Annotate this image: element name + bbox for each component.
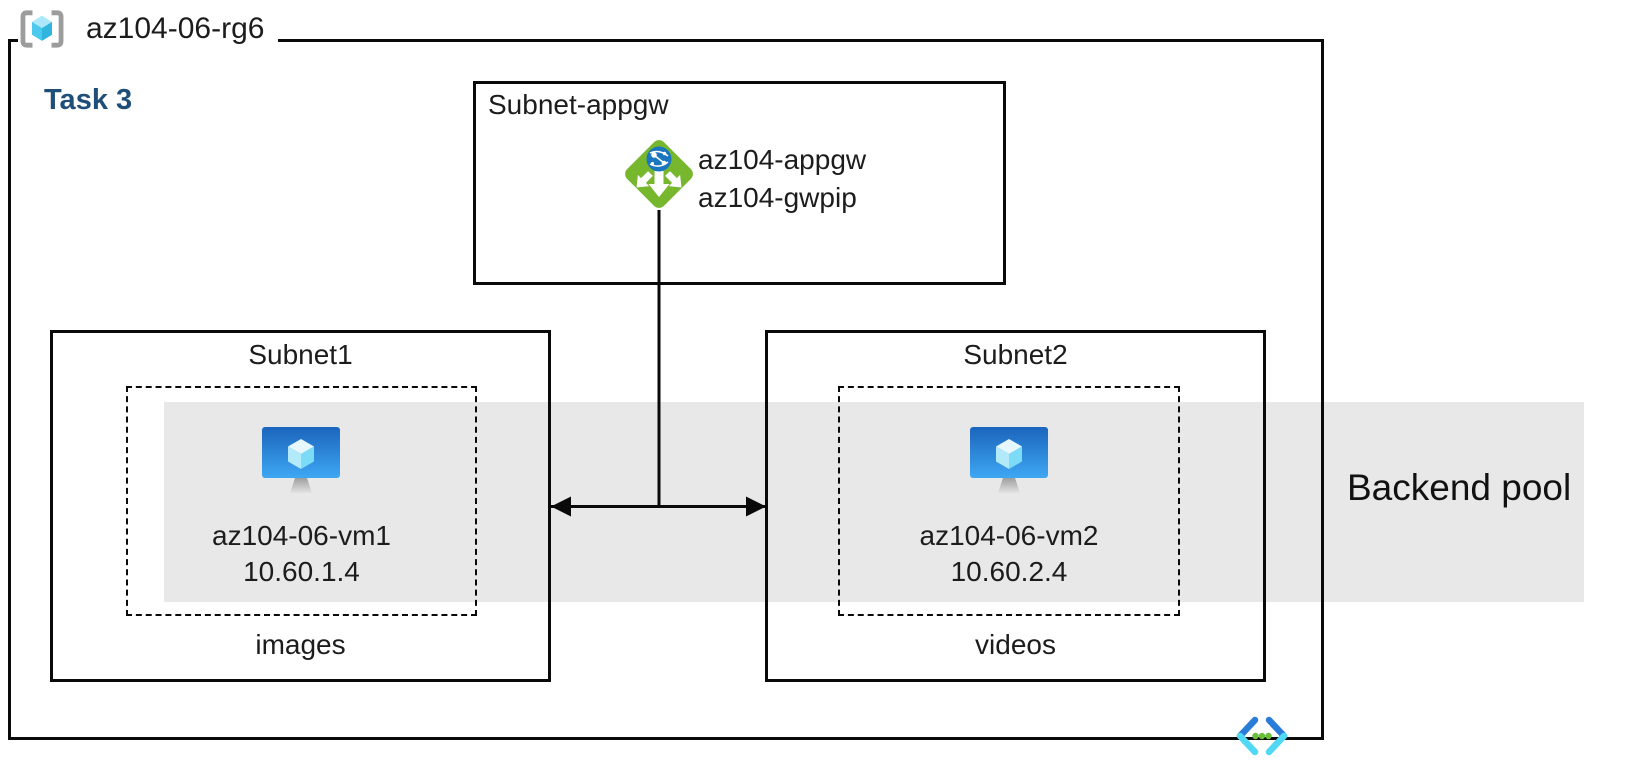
vm2-name: az104-06-vm2 [919,520,1099,551]
appgw-name: az104-appgw [698,144,867,175]
resource-group-icon [20,10,64,48]
vm2-ip: 10.60.2.4 [950,556,1068,587]
appgw-public-ip-name: az104-gwpip [698,182,857,213]
subnet1-title: Subnet1 [248,339,353,370]
vm1-label: az104-06-vm1 10.60.1.4 [126,518,477,590]
vm1-dashed-box [126,386,477,616]
resource-group-box [8,39,1324,740]
virtual-machine-icon-vm1 [262,427,340,493]
subnet1-storage-label: images [255,629,346,660]
resource-group-name: az104-06-rg6 [86,12,265,45]
vm1-name: az104-06-vm1 [212,520,391,551]
vm2-label: az104-06-vm2 10.60.2.4 [838,518,1180,590]
appgw-labels: az104-appgw az104-gwpip [698,141,866,217]
resource-group-label: az104-06-rg6 [18,6,279,52]
backend-pool-label: Backend pool [1347,467,1572,508]
application-gateway-icon [625,140,693,208]
subnet2-box [765,330,1266,682]
vm1-ip: 10.60.1.4 [243,556,360,587]
task-label: Task 3 [44,84,133,116]
subnet2-storage-label: videos [975,629,1056,660]
subnet-appgw-box [473,81,1006,285]
vm2-dashed-box [838,386,1180,616]
virtual-network-icon [1236,716,1288,756]
subnet1-box [50,330,551,682]
backend-pool-band [164,402,1584,602]
subnet2-title: Subnet2 [963,339,1068,370]
subnet-appgw-title: Subnet-appgw [488,89,669,120]
virtual-machine-icon-vm2 [970,427,1048,493]
